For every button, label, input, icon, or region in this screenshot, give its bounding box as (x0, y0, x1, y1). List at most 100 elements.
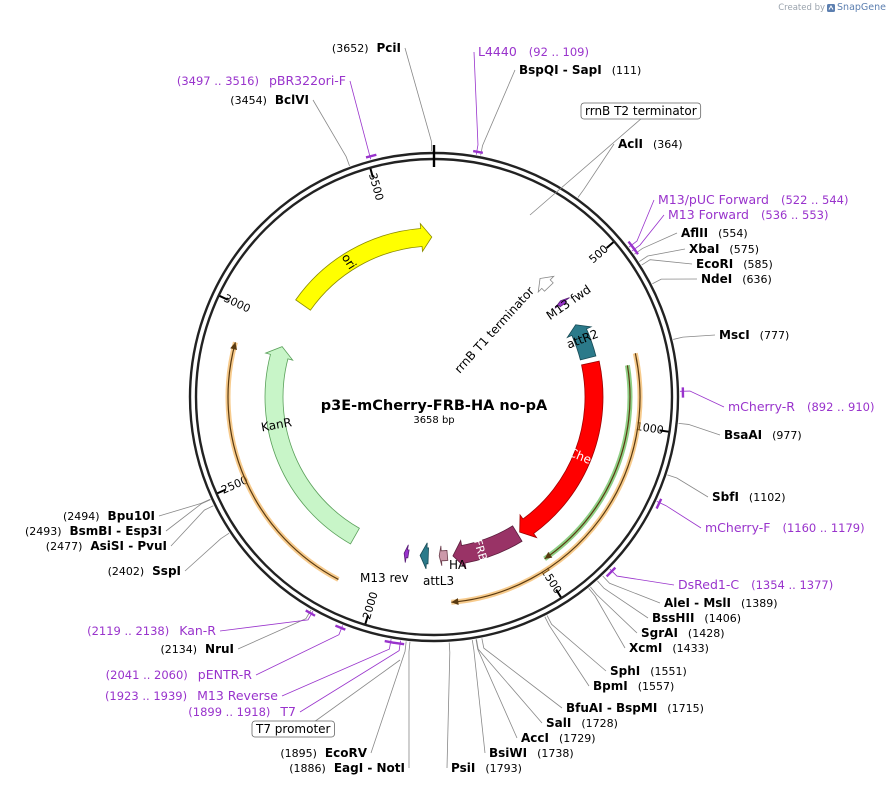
enzyme-position: (636) (742, 273, 772, 286)
leader-primer-m13-reverse (281, 639, 392, 697)
feature-frb[interactable] (452, 525, 523, 570)
snapgene-logo-icon (827, 3, 836, 12)
leader-enzyme-alei-msli (602, 575, 661, 604)
orf-left-arrow-icon (230, 342, 238, 350)
credit-brand: SnapGene (837, 2, 886, 13)
primer-pentr-r[interactable]: pENTR-R(2041 .. 2060) (106, 667, 253, 682)
primer-mark-kan-r (305, 609, 316, 617)
boxed-label-frame (580, 102, 702, 120)
primer-pbr322ori-f[interactable]: pBR322ori-F(3497 .. 3516) (177, 73, 346, 88)
enzyme-site-alei-msli[interactable]: AleI - MslI(1389) (664, 596, 778, 610)
enzyme-site-ecorv[interactable]: EcoRV(1895) (280, 746, 367, 760)
leader-enzyme-bspqi-sapi (480, 69, 516, 156)
enzyme-position: (1551) (650, 665, 687, 678)
primer-l4440[interactable]: L4440 (92 .. 109) (478, 44, 589, 59)
enzyme-name: AclI (618, 137, 643, 151)
enzyme-site-bsiwi[interactable]: BsiWI(1738) (489, 746, 574, 760)
enzyme-position: (111) (612, 64, 642, 77)
enzyme-site-bsshii[interactable]: BssHII(1406) (652, 611, 741, 625)
enzyme-site-bpmi[interactable]: BpmI(1557) (593, 679, 674, 693)
boxed-label-t7-promoter[interactable]: T7 promoter (251, 720, 335, 738)
primer-mcherry-f[interactable]: mCherry-F(1160 .. 1179) (705, 520, 865, 535)
enzyme-name: Bpu10I (108, 509, 155, 523)
enzyme-name: PciI (377, 41, 402, 55)
enzyme-position: (2494) (63, 510, 100, 523)
enzyme-name: AccI (521, 731, 549, 745)
feature-ha[interactable] (438, 545, 449, 566)
enzyme-site-bclvi[interactable]: BclVI(3454) (230, 93, 309, 107)
leader-enzyme-bpmi (544, 616, 590, 687)
feature-attr2[interactable] (566, 324, 597, 361)
enzyme-site-pcii[interactable]: PciI (3652) (332, 41, 401, 55)
tick-label-2000: 2000 (360, 590, 381, 621)
leader-enzyme-xcmi (588, 588, 626, 649)
enzyme-site-bfuai-bspmi[interactable]: BfuAI - BspMI(1715) (566, 701, 704, 715)
enzyme-name: AflII (681, 226, 708, 240)
enzyme-site-msci[interactable]: MscI(777) (719, 328, 789, 342)
leader-lines (158, 47, 725, 769)
feature-attl3[interactable] (419, 542, 429, 569)
enzyme-name: PsiI (451, 761, 475, 775)
feature-rrnb-t1-terminator[interactable] (537, 275, 555, 294)
enzyme-site-bpu10i[interactable]: Bpu10I (2494) (63, 509, 155, 523)
leader-enzyme-bclvi (312, 99, 350, 167)
primer-mcherry-r[interactable]: mCherry-R(892 .. 910) (728, 399, 874, 414)
enzyme-position: (1389) (741, 597, 778, 610)
enzyme-site-sgrai[interactable]: SgrAI(1428) (641, 626, 724, 640)
enzyme-site-aflii[interactable]: AflII(554) (681, 226, 748, 240)
primer-range: (92 .. 109) (529, 45, 589, 59)
feature-mcherry[interactable] (519, 360, 604, 539)
plasmid-name: p3E-mCherry-FRB-HA no-pA (321, 398, 548, 414)
boxed-label-rrnb-t2-terminator[interactable]: rrnB T2 terminator (580, 102, 702, 120)
enzyme-position: (2477) (46, 540, 83, 553)
feature-m13-rev[interactable] (403, 544, 410, 563)
leader-primer-t7 (299, 640, 401, 713)
feature-m13-fwd[interactable] (554, 297, 570, 309)
enzyme-name: SalI (546, 716, 571, 730)
enzyme-site-xcmi[interactable]: XcmI(1433) (629, 641, 709, 655)
feature-kanr[interactable] (264, 346, 360, 545)
primer-name: L4440 (478, 44, 517, 59)
enzyme-site-eagi-noti[interactable]: EagI - NotI(1886) (289, 761, 405, 775)
enzyme-name: BsaAI (724, 428, 762, 442)
primer-mark-l4440 (472, 149, 484, 155)
enzyme-site-asisi-pvui[interactable]: AsiSI - PvuI(2477) (46, 539, 167, 553)
enzyme-site-psii[interactable]: PsiI (1793) (451, 761, 522, 775)
primer-kan-r[interactable]: Kan-R(2119 .. 2138) (87, 623, 216, 638)
enzyme-site-sspi[interactable]: SspI(2402) (108, 564, 181, 578)
primer-t7[interactable]: T7(1899 .. 1918) (188, 704, 296, 719)
leader-primer-dsred1-c (609, 568, 675, 586)
enzyme-site-sbfi[interactable]: SbfI(1102) (712, 490, 786, 504)
primer-m13-forward[interactable]: M13 Forward(536 .. 553) (668, 207, 828, 222)
enzyme-site-acli[interactable]: AclI(364) (618, 137, 683, 151)
feature-ori[interactable] (295, 222, 433, 311)
enzyme-site-bsmbi-esp3i[interactable]: BsmBI - Esp3I(2493) (25, 524, 162, 538)
enzyme-position: (3652) (332, 42, 369, 55)
enzyme-site-bsaai[interactable]: BsaAI(977) (724, 428, 802, 442)
leader-primer-kan-r (219, 610, 314, 632)
feature-label-rrnb-t1-terminator: rrnB T1 terminator (452, 284, 538, 376)
enzyme-position: (1793) (485, 762, 522, 775)
primer-mark-m13-reverse (384, 639, 395, 644)
site-labels: PciI (3652) BspQI - SapI(111) AclI(364) AflI… (25, 41, 875, 775)
enzyme-site-ecori[interactable]: EcoRI(585) (696, 257, 773, 271)
enzyme-site-ndei[interactable]: NdeI(636) (701, 272, 772, 286)
primer-m13-reverse[interactable]: M13 Reverse(1923 .. 1939) (105, 688, 278, 703)
enzyme-site-sali[interactable]: SalI(1728) (546, 716, 618, 730)
feature-label-ha: HA (449, 558, 467, 572)
tick-label-500: 500 (587, 242, 611, 266)
enzyme-site-xbai[interactable]: XbaI(575) (689, 242, 759, 256)
tick-label-3500: 3500 (366, 172, 386, 202)
primer-m13-puc-forward[interactable]: M13/pUC Forward(522 .. 544) (658, 192, 848, 207)
leader-enzyme-ecori (641, 259, 693, 266)
primer-range: (892 .. 910) (807, 400, 875, 414)
enzyme-site-sphi[interactable]: SphI(1551) (610, 664, 687, 678)
plasmid-length: 3658 bp (413, 415, 454, 426)
enzyme-site-nrui[interactable]: NruI(2134) (160, 642, 234, 656)
boxed-label-frame (251, 720, 335, 738)
primer-dsred1-c[interactable]: DsRed1-C(1354 .. 1377) (678, 577, 833, 592)
leader-primer-m13-puc-forward (628, 199, 655, 248)
enzyme-site-acci[interactable]: AccI(1729) (521, 731, 596, 745)
enzyme-site-bspqi-sapi[interactable]: BspQI - SapI(111) (519, 63, 641, 77)
orf-green (544, 365, 631, 560)
